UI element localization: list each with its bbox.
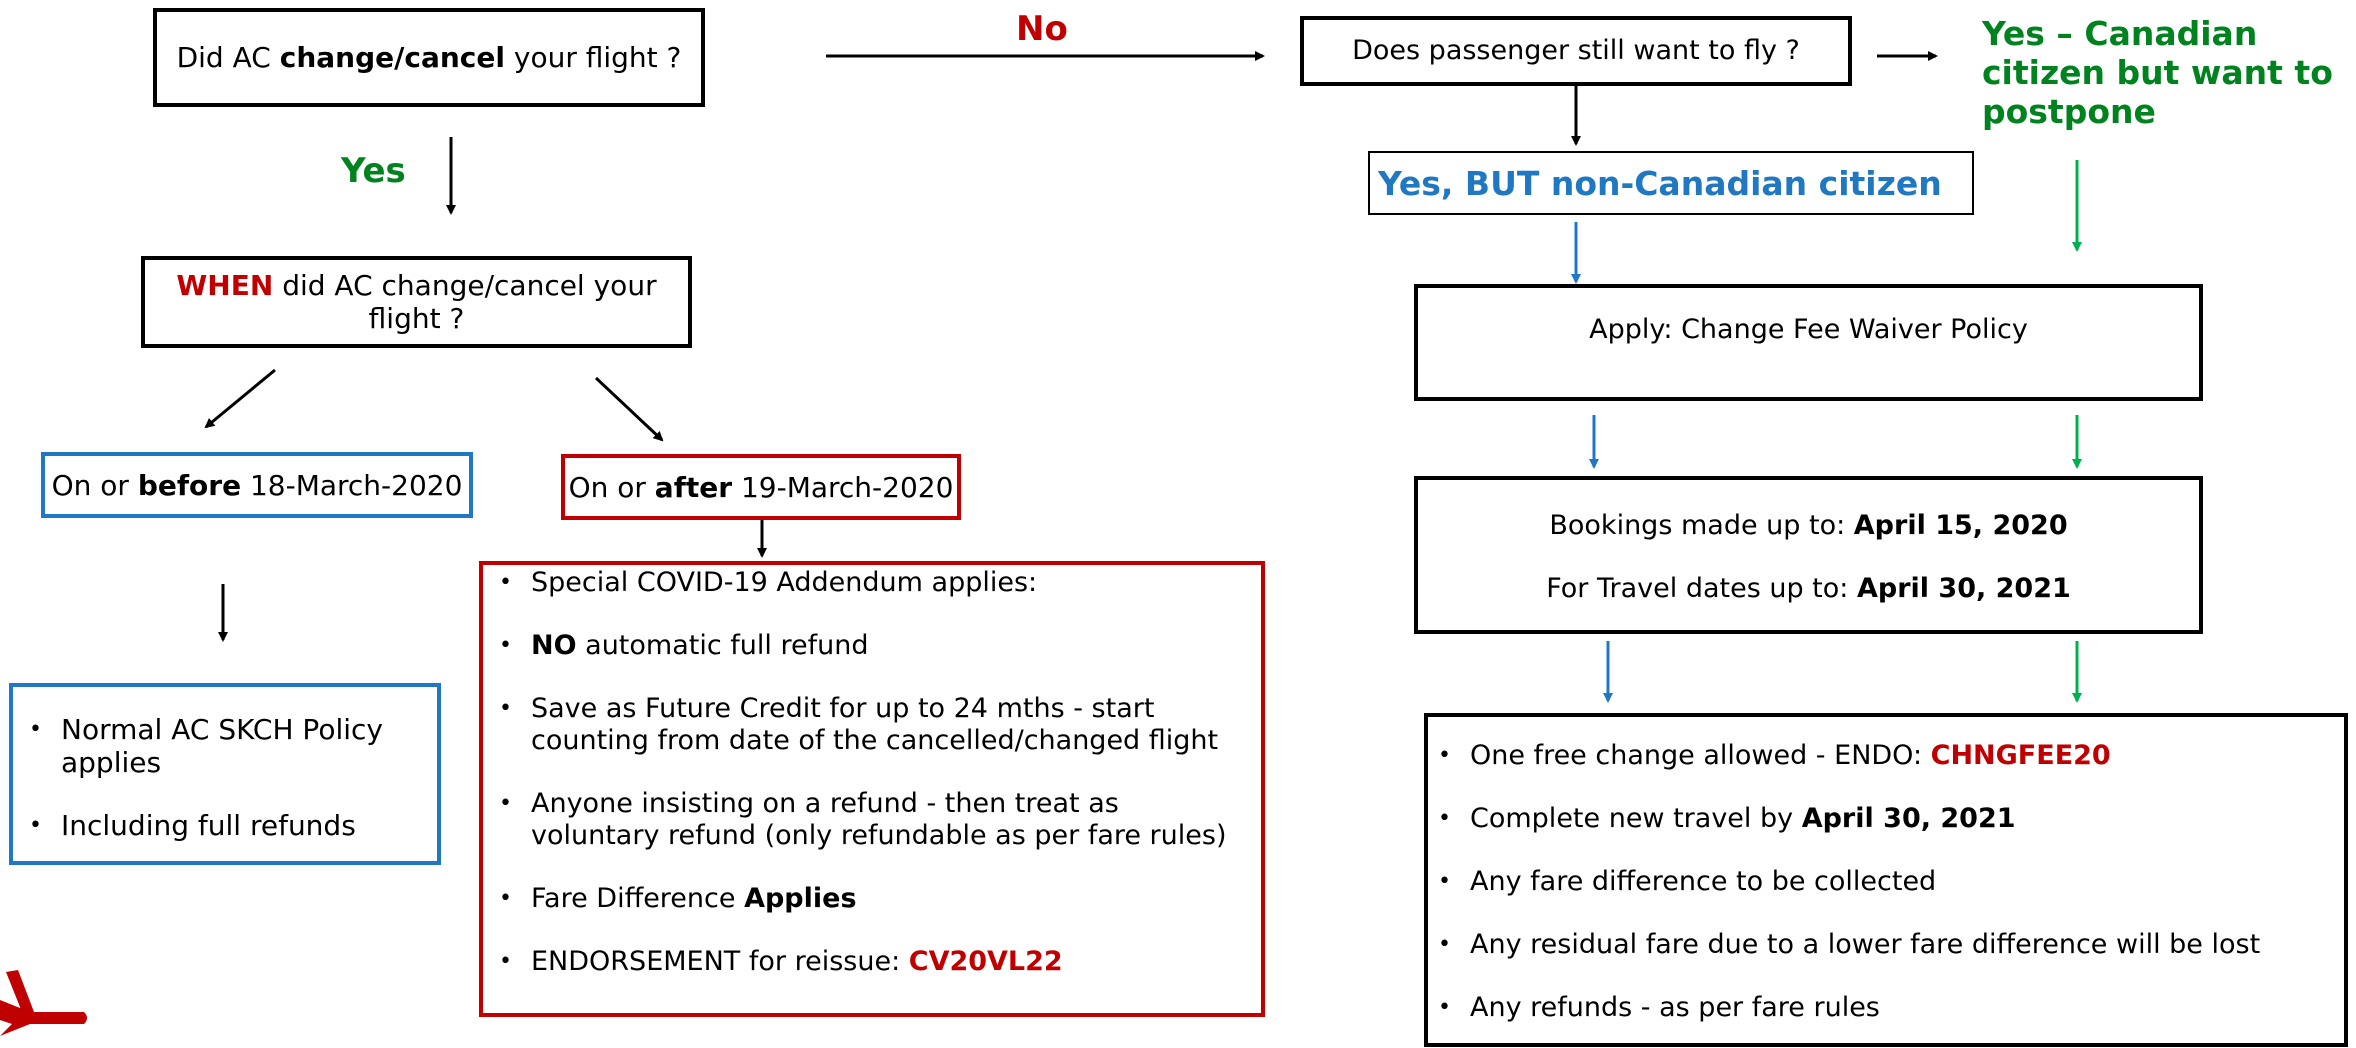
rule-text: Complete new travel by bbox=[1470, 803, 1802, 834]
q3-text: Does passenger still want to fly ? bbox=[1352, 35, 1800, 66]
normal-policy-item: Including full refunds bbox=[21, 809, 421, 842]
normal-policy-text: Normal AC SKCH Policy applies bbox=[61, 713, 383, 779]
covid-item: Save as Future Credit for up to 24 mths … bbox=[491, 693, 1249, 757]
q1-bold: change/cancel bbox=[279, 41, 505, 74]
normal-policy-text: Including full refunds bbox=[61, 809, 356, 842]
covid-item-text: Fare Difference bbox=[531, 883, 745, 914]
option-before-date: On or before 18-March-2020 bbox=[41, 452, 473, 518]
covid-item-text: automatic full refund bbox=[576, 630, 869, 661]
rule-text: One free change allowed - ENDO: bbox=[1470, 740, 1931, 771]
normal-policy-box: Normal AC SKCH Policy applies Including … bbox=[9, 683, 441, 865]
question-ac-change-cancel: Did AC change/cancel your flight ? bbox=[153, 8, 705, 107]
waiver-text: Apply: Change Fee Waiver Policy bbox=[1589, 314, 2028, 345]
booking-dates-box: Bookings made up to: April 15, 2020 For … bbox=[1414, 476, 2203, 634]
rule-item: Complete new travel by April 30, 2021 bbox=[1430, 803, 2334, 835]
covid-item: Special COVID-19 Addendum applies: bbox=[491, 567, 1249, 599]
normal-policy-item: Normal AC SKCH Policy applies bbox=[21, 713, 421, 779]
after-post: 19-March-2020 bbox=[732, 470, 954, 504]
covid-item-text: ENDORSEMENT for reissue: bbox=[531, 946, 909, 977]
bookings-date: April 15, 2020 bbox=[1853, 510, 2068, 541]
question-still-fly: Does passenger still want to fly ? bbox=[1300, 16, 1852, 86]
endo-code: CHNGFEE20 bbox=[1930, 740, 2111, 771]
label-no: No bbox=[1016, 9, 1068, 49]
rule-text: Any residual fare due to a lower fare di… bbox=[1470, 929, 2261, 960]
label-yes-non-canadian: Yes, BUT non-Canadian citizen bbox=[1368, 151, 1974, 215]
after-bold: after bbox=[654, 470, 733, 504]
covid-item-text: Save as Future Credit for up to 24 mths … bbox=[531, 693, 1219, 756]
change-rules-box: One free change allowed - ENDO: CHNGFEE2… bbox=[1424, 713, 2348, 1047]
q1-post: your flight ? bbox=[504, 41, 682, 74]
after-pre: On or bbox=[568, 470, 655, 504]
travel-pre: For Travel dates up to: bbox=[1546, 573, 1857, 604]
travel-date: April 30, 2021 bbox=[1856, 573, 2071, 604]
q2-rest: did AC change/cancel your flight ? bbox=[273, 269, 657, 335]
before-bold: before bbox=[137, 468, 242, 502]
covid-item: Fare Difference Applies bbox=[491, 883, 1249, 915]
rule-text: Any fare difference to be collected bbox=[1470, 866, 1937, 897]
covid-item-text: Anyone insisting on a refund - then trea… bbox=[531, 788, 1227, 851]
change-fee-waiver-box: Apply: Change Fee Waiver Policy bbox=[1414, 284, 2203, 401]
endorsement-code: CV20VL22 bbox=[908, 946, 1063, 977]
airplane-icon bbox=[0, 970, 87, 1036]
arrow-q2-before bbox=[204, 368, 276, 429]
rule-item: Any residual fare due to a lower fare di… bbox=[1430, 929, 2334, 961]
covid-addendum-box: Special COVID-19 Addendum applies: NO au… bbox=[479, 561, 1265, 1017]
label-yes: Yes bbox=[341, 151, 406, 191]
rule-item: Any fare difference to be collected bbox=[1430, 866, 2334, 898]
covid-no: NO bbox=[531, 630, 577, 661]
covid-item: Anyone insisting on a refund - then trea… bbox=[491, 788, 1249, 852]
rule-item: Any refunds - as per fare rules bbox=[1430, 992, 2334, 1024]
covid-applies: Applies bbox=[744, 883, 857, 914]
bookings-pre: Bookings made up to: bbox=[1549, 510, 1854, 541]
rule-date: April 30, 2021 bbox=[1801, 803, 2016, 834]
rule-text: Any refunds - as per fare rules bbox=[1470, 992, 1880, 1023]
option-after-date: On or after 19-March-2020 bbox=[561, 454, 961, 520]
travel-line: For Travel dates up to: April 30, 2021 bbox=[1418, 573, 2199, 605]
rule-item: One free change allowed - ENDO: CHNGFEE2… bbox=[1430, 740, 2334, 772]
before-post: 18-March-2020 bbox=[241, 468, 463, 502]
before-pre: On or bbox=[51, 468, 138, 502]
yes-non-canadian-text: Yes, BUT non-Canadian citizen bbox=[1378, 163, 1942, 203]
arrow-q2-after bbox=[594, 376, 664, 442]
covid-item: NO automatic full refund bbox=[491, 630, 1249, 662]
label-yes-canadian: Yes – Canadian citizen but want to postp… bbox=[1982, 14, 2333, 131]
covid-item-text: Special COVID-19 Addendum applies: bbox=[531, 567, 1038, 598]
covid-item: ENDORSEMENT for reissue: CV20VL22 bbox=[491, 946, 1249, 978]
q1-pre: Did AC bbox=[176, 41, 280, 74]
bookings-line: Bookings made up to: April 15, 2020 bbox=[1418, 510, 2199, 542]
question-when-changed: WHEN did AC change/cancel your flight ? bbox=[141, 256, 692, 348]
q2-when: WHEN bbox=[176, 269, 274, 302]
